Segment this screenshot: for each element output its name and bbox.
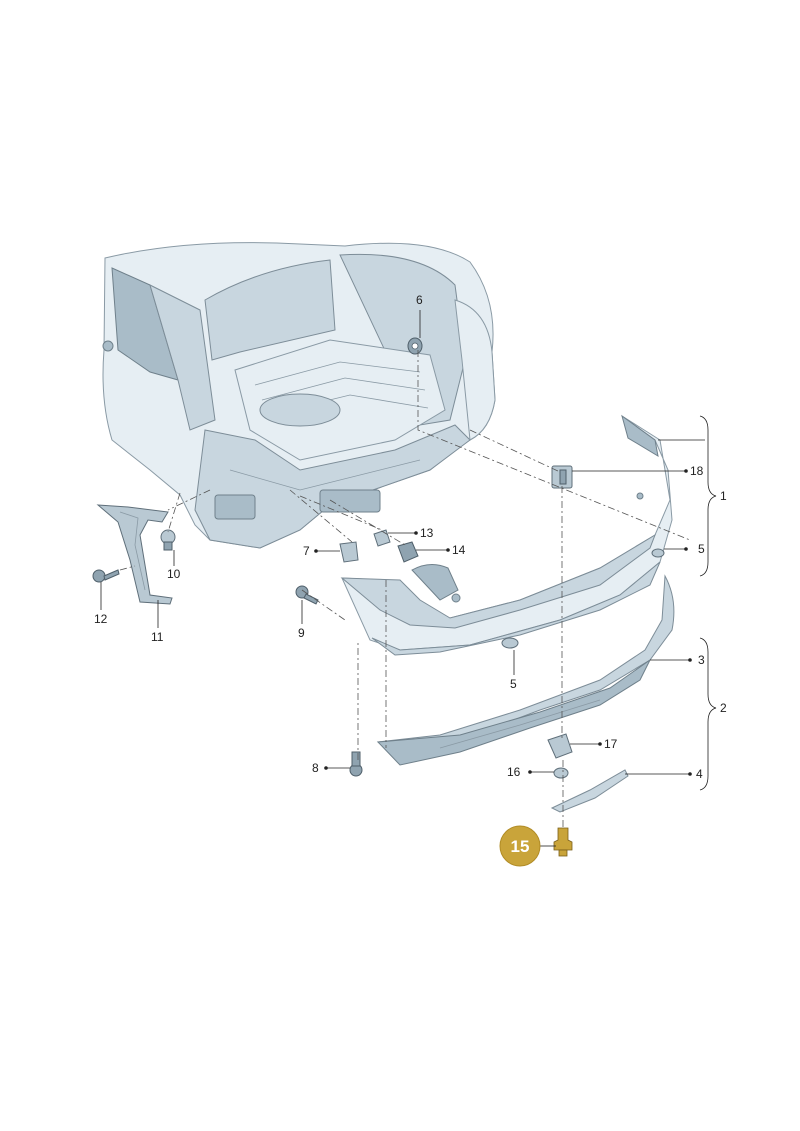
clip-part-10 [160,529,176,551]
callout-3: 3 [698,653,705,667]
callout-16: 16 [507,765,521,779]
callout-8: 8 [312,761,319,775]
callout-5-right: 5 [698,542,705,556]
spreader-part-13 [373,529,391,547]
bumper-cover-part-1 [340,414,673,656]
clip-part-7 [339,541,359,563]
alignment-lines [119,350,691,830]
rivet-part-14 [397,541,419,563]
callout-13: 13 [420,526,434,540]
callout-14: 14 [452,543,466,557]
callout-4: 4 [696,767,703,781]
callout-9: 9 [298,626,305,640]
callout-2: 2 [720,701,727,715]
callout-17: 17 [604,737,618,751]
trim-part-4 [550,769,629,813]
callout-10: 10 [167,567,181,581]
callout-12: 12 [94,612,108,626]
group-brackets [699,415,717,791]
callout-7: 7 [303,544,310,558]
callout-6: 6 [416,293,423,307]
washer-part-16 [553,767,569,779]
spoiler-part-3 [376,574,675,766]
callout-11: 11 [151,630,164,644]
guide-bracket-part-11 [96,504,173,605]
screw-part-12 [92,569,120,583]
holder-part-17 [547,733,573,759]
nut-part-6 [407,337,423,355]
highlight-badge [499,825,541,867]
highlight-label: 15 [511,837,530,856]
callout-labels: 1 2 3 4 5 5 6 7 8 9 10 11 12 13 14 16 17… [94,293,727,781]
callout-1: 1 [720,489,727,503]
leader-lines [100,310,705,847]
sensor-cap-part-5 [501,548,665,649]
screw-part-8 [349,751,363,777]
screw-part-15 [553,827,573,857]
callout-5-lower: 5 [510,677,517,691]
highlight-callout-15[interactable]: 15 [499,825,541,867]
vehicle-rear-body [102,242,496,549]
callout-18: 18 [690,464,704,478]
screw-part-9 [295,585,319,605]
